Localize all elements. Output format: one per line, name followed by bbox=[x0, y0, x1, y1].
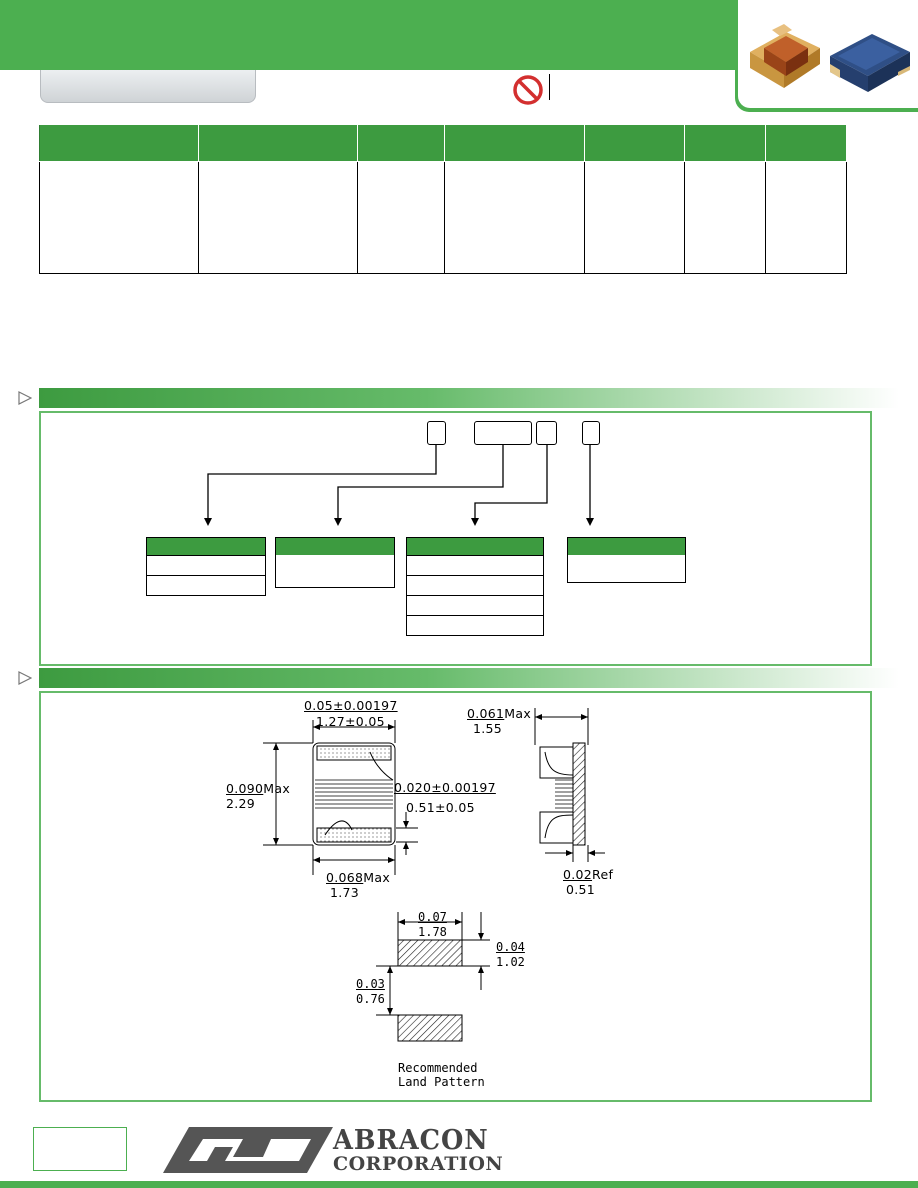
option-table-2 bbox=[275, 537, 395, 588]
spec-cell bbox=[356, 161, 445, 274]
option-row bbox=[147, 555, 265, 575]
land-spacing-mm: 0.76 bbox=[356, 992, 385, 1006]
option-table-header bbox=[568, 538, 685, 555]
dim-terminal-ref: Ref bbox=[592, 867, 614, 882]
option-row bbox=[407, 555, 543, 575]
spec-table-header bbox=[38, 124, 848, 162]
dim-height-max: Max bbox=[263, 781, 291, 796]
option-row bbox=[407, 575, 543, 595]
spec-table bbox=[38, 124, 848, 274]
dim-width-mm: 1.73 bbox=[330, 885, 360, 900]
dim-width-in: 0.068 bbox=[326, 870, 364, 885]
code-box-2 bbox=[474, 421, 532, 445]
title-tab bbox=[40, 70, 256, 103]
spec-col-7 bbox=[764, 124, 848, 162]
spec-cell bbox=[583, 161, 685, 274]
dim-thickness: 0.061Max bbox=[467, 706, 531, 721]
dim-thickness-max: Max bbox=[504, 706, 532, 721]
dim-width: 0.068Max bbox=[326, 870, 390, 885]
dim-terminal: 0.02Ref bbox=[563, 867, 613, 882]
option-table-header bbox=[147, 538, 265, 555]
spec-col-5 bbox=[583, 124, 685, 162]
code-box-3 bbox=[536, 421, 557, 445]
dim-terminal-in: 0.02 bbox=[563, 867, 593, 882]
dim-height-in: 0.090 bbox=[226, 781, 264, 796]
land-pad-length-in: 0.07 bbox=[418, 910, 447, 924]
company-suffix: CORPORATION bbox=[333, 1153, 504, 1175]
spec-col-1 bbox=[38, 124, 200, 162]
divider bbox=[549, 74, 550, 100]
dim-gap-mm: 0.51±0.05 bbox=[406, 800, 475, 815]
spec-cell bbox=[198, 161, 358, 274]
land-pad-length-mm: 1.78 bbox=[418, 925, 447, 939]
company-name: ABRACON bbox=[333, 1125, 489, 1156]
dim-thickness-in: 0.061 bbox=[467, 706, 505, 721]
spec-col-3 bbox=[356, 124, 445, 162]
spec-col-2 bbox=[198, 124, 358, 162]
dim-height: 0.090Max bbox=[226, 781, 290, 796]
dim-pad-width-in: 0.05±0.00197 bbox=[304, 698, 398, 713]
abracon-logo-icon bbox=[163, 1127, 333, 1173]
dim-terminal-mm: 0.51 bbox=[566, 882, 596, 897]
option-row bbox=[407, 595, 543, 615]
dim-gap-in: 0.020±0.00197 bbox=[394, 780, 496, 795]
spec-col-4 bbox=[443, 124, 585, 162]
dim-height-mm: 2.29 bbox=[226, 796, 256, 811]
section-bar-dimensions bbox=[39, 668, 899, 688]
dimension-drawing bbox=[263, 708, 605, 1042]
section-bar-part-number bbox=[39, 388, 899, 408]
dim-thickness-mm: 1.55 bbox=[473, 721, 503, 736]
triangle-bullet-icon bbox=[18, 671, 33, 685]
dim-pad-width-mm: 1.27±0.05 bbox=[316, 714, 385, 729]
option-table-4 bbox=[567, 537, 686, 583]
dim-width-max: Max bbox=[363, 870, 391, 885]
option-row bbox=[147, 575, 265, 595]
prohibition-icon bbox=[512, 74, 544, 106]
land-spacing-in: 0.03 bbox=[356, 977, 385, 991]
option-row bbox=[407, 615, 543, 635]
spec-col-6 bbox=[683, 124, 766, 162]
land-caption-line2: Land Pattern bbox=[398, 1075, 485, 1089]
option-table-3 bbox=[406, 537, 544, 636]
spec-cell bbox=[683, 161, 766, 274]
land-pad-height-in: 0.04 bbox=[496, 940, 525, 954]
spec-cell bbox=[764, 161, 848, 274]
footer-rule bbox=[0, 1181, 918, 1188]
spec-cell bbox=[38, 161, 199, 274]
spec-table-row bbox=[38, 161, 848, 274]
option-table-header bbox=[276, 538, 394, 555]
option-table-header bbox=[407, 538, 543, 555]
land-pad-height-mm: 1.02 bbox=[496, 955, 525, 969]
header-band bbox=[0, 0, 735, 70]
triangle-bullet-icon bbox=[18, 391, 33, 405]
ordering-arrows bbox=[204, 445, 594, 526]
page-number-box bbox=[33, 1127, 127, 1171]
spec-cell bbox=[443, 161, 585, 274]
land-caption-line1: Recommended bbox=[398, 1061, 478, 1075]
option-table-1 bbox=[146, 537, 266, 596]
code-box-4 bbox=[582, 421, 600, 445]
code-box-1 bbox=[427, 421, 446, 445]
product-photo bbox=[738, 0, 918, 108]
